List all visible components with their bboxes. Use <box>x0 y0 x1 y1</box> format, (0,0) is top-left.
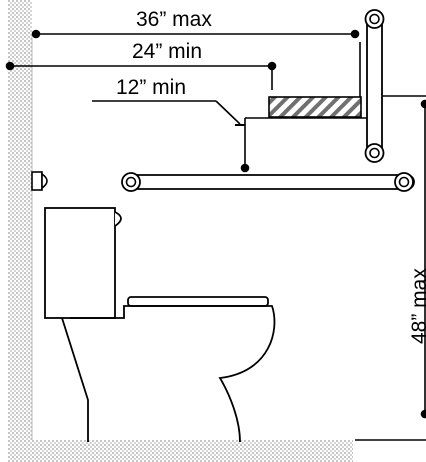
wall-floor <box>8 440 353 462</box>
label-36-max: 36” max <box>136 8 212 31</box>
toilet-paper-dispenser <box>268 96 362 118</box>
dimension-24-min <box>5 61 277 90</box>
dimension-12-min <box>92 100 370 173</box>
dimension-48-max <box>420 99 426 419</box>
dimension-36-max <box>31 29 361 100</box>
grab-bar-vertical <box>364 9 385 163</box>
toilet <box>44 207 276 443</box>
wall-left <box>8 0 33 462</box>
label-48-max: 48” max <box>408 268 426 344</box>
grab-bar-horizontal <box>121 172 415 192</box>
label-12-min: 12” min <box>116 76 186 99</box>
flush-lever <box>31 171 48 191</box>
label-24-min: 24” min <box>132 40 202 63</box>
side-wall-reference-line <box>355 95 426 441</box>
